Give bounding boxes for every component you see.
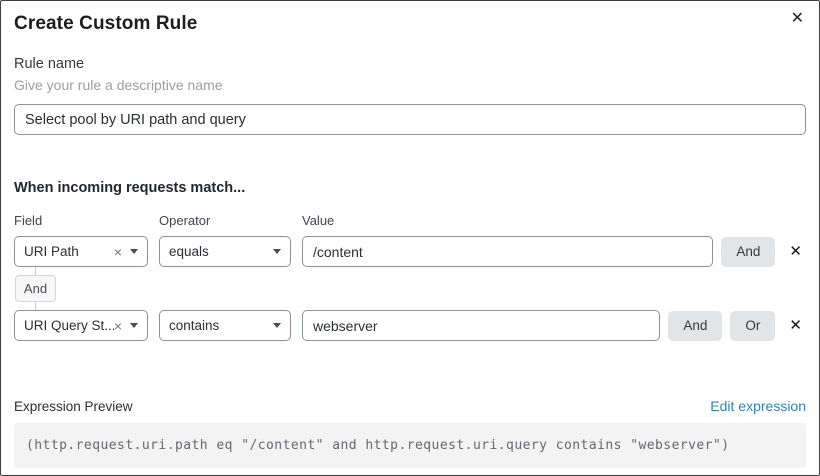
condition-row-1: URI Path × equals And ✕ xyxy=(14,236,806,267)
field-select-2[interactable]: URI Query St... × xyxy=(14,310,148,341)
condition-column-labels: Field Operator Value xyxy=(14,213,806,228)
match-section-heading: When incoming requests match... xyxy=(14,180,246,196)
chevron-down-icon xyxy=(273,323,281,328)
condition-row-2: URI Query St... × contains And Or ✕ xyxy=(14,310,806,341)
chevron-down-icon xyxy=(130,249,138,254)
rule-name-helper-text: Give your rule a descriptive name xyxy=(14,77,223,93)
and-button-row-1[interactable]: And xyxy=(721,236,776,267)
chevron-down-icon xyxy=(130,323,138,328)
rule-name-label: Rule name xyxy=(14,56,85,72)
clear-field-icon[interactable]: × xyxy=(113,243,122,260)
operator-select-1-value: equals xyxy=(169,244,209,259)
clear-field-icon[interactable]: × xyxy=(113,317,122,334)
remove-condition-2-icon[interactable]: ✕ xyxy=(789,317,802,334)
chevron-down-icon xyxy=(273,249,281,254)
field-select-2-value: URI Query St... xyxy=(24,318,114,333)
field-select-1-value: URI Path xyxy=(24,244,79,259)
operator-select-2[interactable]: contains xyxy=(159,310,291,341)
value-column-label: Value xyxy=(302,213,335,228)
operator-column-label: Operator xyxy=(159,213,211,228)
expression-preview-header: Expression Preview Edit expression xyxy=(14,398,806,414)
connector-and-chip: And xyxy=(15,275,56,302)
expression-preview-label: Expression Preview xyxy=(14,399,133,414)
and-connector: And xyxy=(15,267,56,310)
rule-name-input[interactable] xyxy=(14,104,806,135)
operator-select-1[interactable]: equals xyxy=(159,236,291,267)
connector-line-top xyxy=(35,267,36,275)
remove-condition-1-icon[interactable]: ✕ xyxy=(789,243,802,260)
operator-select-2-value: contains xyxy=(169,318,220,333)
value-input-1[interactable] xyxy=(302,236,714,267)
value-input-2[interactable] xyxy=(302,310,661,341)
field-column-label: Field xyxy=(14,213,43,228)
expression-code-block: (http.request.uri.path eq "/content" and… xyxy=(14,423,806,468)
page-title: Create Custom Rule xyxy=(14,13,198,34)
close-icon[interactable]: ✕ xyxy=(790,10,804,27)
field-select-1[interactable]: URI Path × xyxy=(14,236,148,267)
or-button-row-2[interactable]: Or xyxy=(730,310,776,341)
and-button-row-2[interactable]: And xyxy=(668,310,723,341)
edit-expression-link[interactable]: Edit expression xyxy=(710,398,806,414)
connector-line-bottom xyxy=(35,302,36,310)
